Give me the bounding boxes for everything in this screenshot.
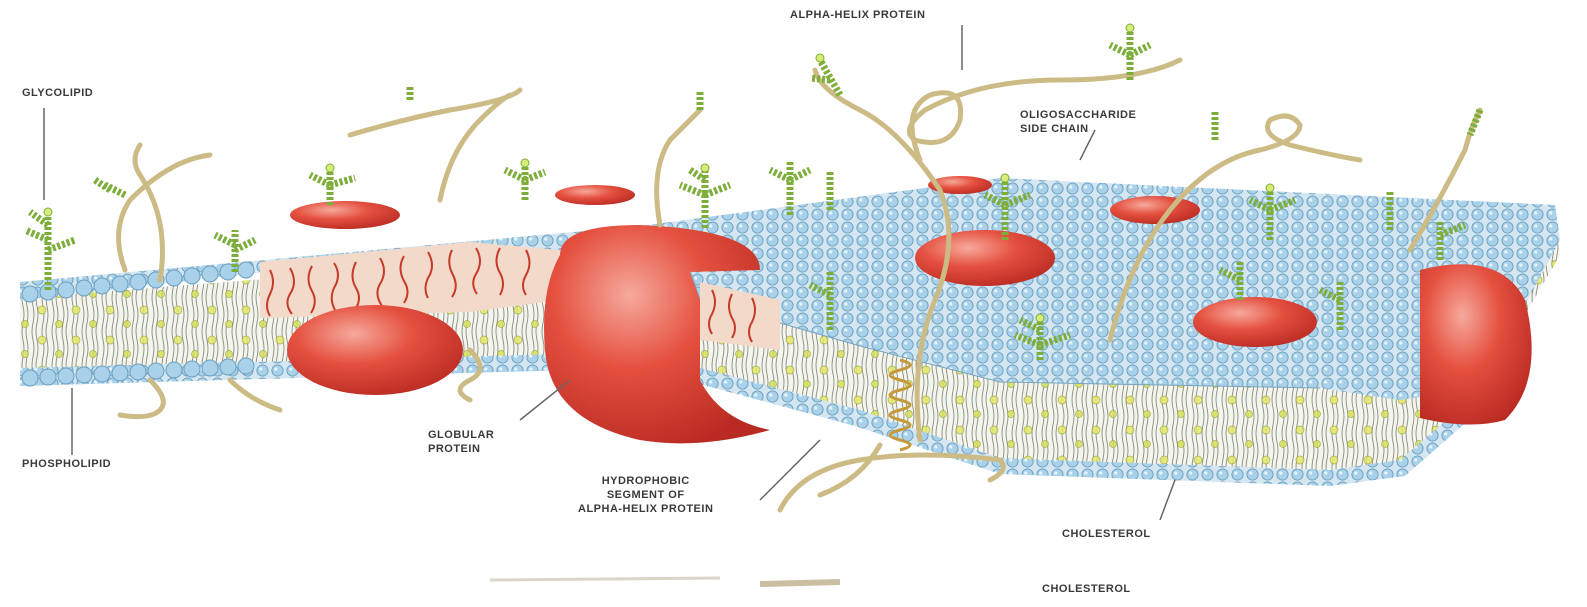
globular-protein — [287, 305, 463, 395]
label-oligosaccharide-side-chain: OLIGOSACCHARIDE SIDE CHAIN — [1020, 108, 1136, 136]
label-globular-line2: PROTEIN — [428, 442, 494, 456]
label-cholesterol-bottom: CHOLESTEROL — [1042, 582, 1131, 596]
label-hydrophobic-segment: HYDROPHOBIC SEGMENT OF ALPHA-HELIX PROTE… — [578, 474, 713, 516]
label-hydrophobic-line1: HYDROPHOBIC — [578, 474, 713, 488]
label-alpha-helix-protein: ALPHA-HELIX PROTEIN — [790, 8, 925, 22]
label-hydrophobic-line2: SEGMENT OF — [578, 488, 713, 502]
label-oligosaccharide-line2: SIDE CHAIN — [1020, 122, 1136, 136]
label-phospholipid: PHOSPHOLIPID — [22, 457, 111, 471]
label-cholesterol: CHOLESTEROL — [1062, 527, 1151, 541]
label-glycolipid: GLYCOLIPID — [22, 86, 93, 100]
label-globular-protein: GLOBULAR PROTEIN — [428, 428, 494, 456]
bottom-smudge — [490, 578, 840, 584]
label-hydrophobic-line3: ALPHA-HELIX PROTEIN — [578, 502, 713, 516]
label-globular-line1: GLOBULAR — [428, 428, 494, 442]
label-oligosaccharide-line1: OLIGOSACCHARIDE — [1020, 108, 1136, 122]
